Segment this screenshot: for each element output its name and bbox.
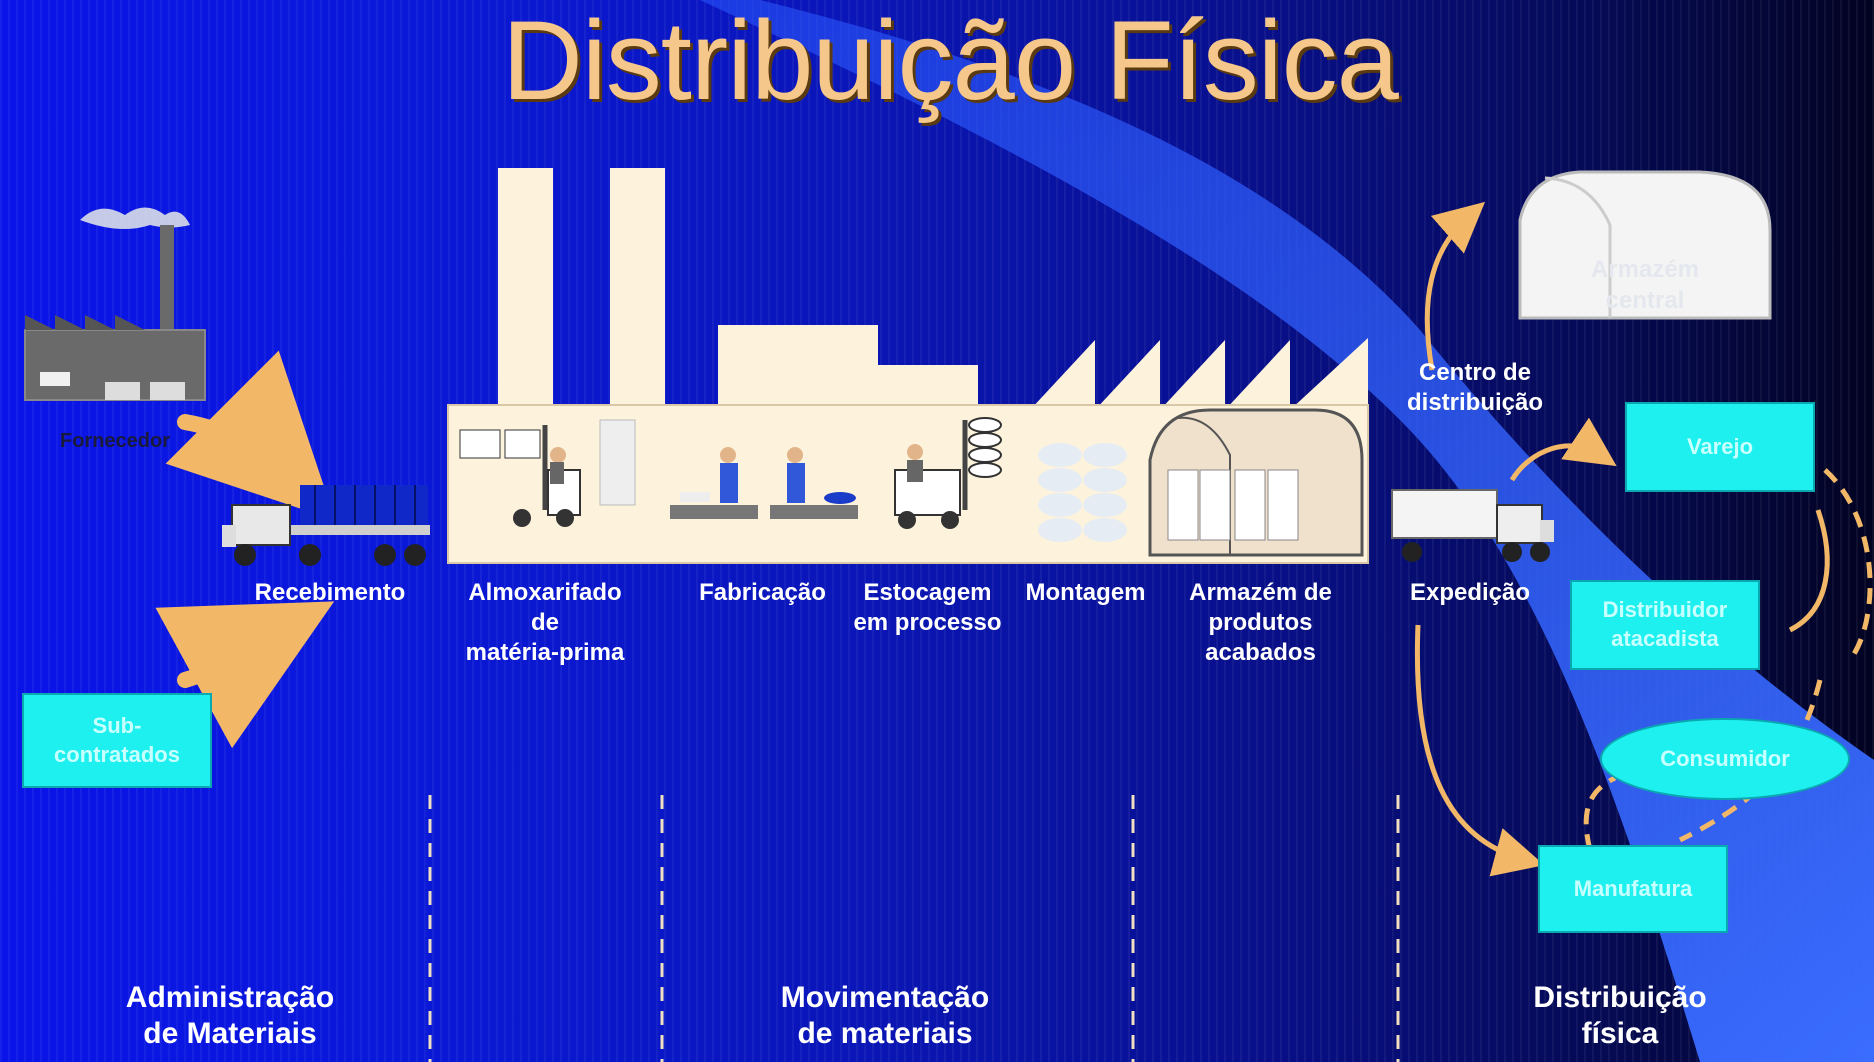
label-almoxarifado: Almoxarifado de matéria-prima bbox=[465, 579, 625, 666]
label-centro-distribuicao: Centro de distribuição bbox=[1406, 359, 1544, 416]
section-dividers bbox=[428, 795, 1400, 1062]
label-recebimento: Recebimento bbox=[254, 579, 406, 606]
arrow-to-varejo bbox=[1509, 417, 1617, 482]
supplier-factory-icon bbox=[24, 207, 206, 401]
central-warehouse-icon bbox=[1518, 170, 1772, 320]
subcontract-arrow bbox=[155, 601, 335, 749]
workers-icon bbox=[670, 447, 858, 519]
page-title: Distribuição Física bbox=[502, 0, 1399, 123]
arrow-varejo-to-distribuidor bbox=[1788, 509, 1830, 633]
label-fabricacao: Fabricação bbox=[699, 579, 826, 606]
dashed-varejo-loop bbox=[1823, 468, 1873, 662]
arrow-to-manufatura bbox=[1414, 624, 1545, 877]
consumidor-ellipse: Consumidor bbox=[1600, 718, 1850, 800]
supplier-label: Fornecedor bbox=[59, 430, 171, 452]
forklift-icon-1 bbox=[459, 419, 636, 527]
label-montagem: Montagem bbox=[1025, 579, 1146, 606]
shipping-truck-icon bbox=[1391, 489, 1554, 562]
receiving-truck-icon bbox=[222, 485, 430, 566]
forklift-icon-2 bbox=[894, 417, 1002, 529]
section-movimentacao: Movimentação de materiais bbox=[780, 981, 990, 1050]
label-armazem-central: Armazém central bbox=[1590, 256, 1700, 315]
arrow-to-central-warehouse bbox=[1424, 201, 1486, 371]
finished-warehouse-icon bbox=[1148, 408, 1364, 557]
section-distribuicao: Distribuição física bbox=[1533, 981, 1707, 1050]
label-expedicao: Expedição bbox=[1409, 579, 1531, 606]
flow-stream bbox=[700, 0, 1874, 1062]
varejo-box: Varejo bbox=[1625, 402, 1815, 492]
distribuidor-box: Distribuidor atacadista bbox=[1570, 580, 1760, 670]
supplier-arrow bbox=[165, 350, 336, 521]
section-administracao: Administração de Materiais bbox=[125, 981, 335, 1050]
label-armazem-produtos: Armazém de produtos acabados bbox=[1189, 579, 1332, 666]
label-estocagem: Estocagem em processo bbox=[853, 579, 1002, 636]
dashed-manufatura-to-consumidor bbox=[1583, 775, 1617, 851]
subcontracted-box: Sub- contratados bbox=[22, 693, 212, 788]
manufatura-box: Manufatura bbox=[1538, 845, 1728, 933]
assembly-parts-icon bbox=[1038, 443, 1127, 542]
